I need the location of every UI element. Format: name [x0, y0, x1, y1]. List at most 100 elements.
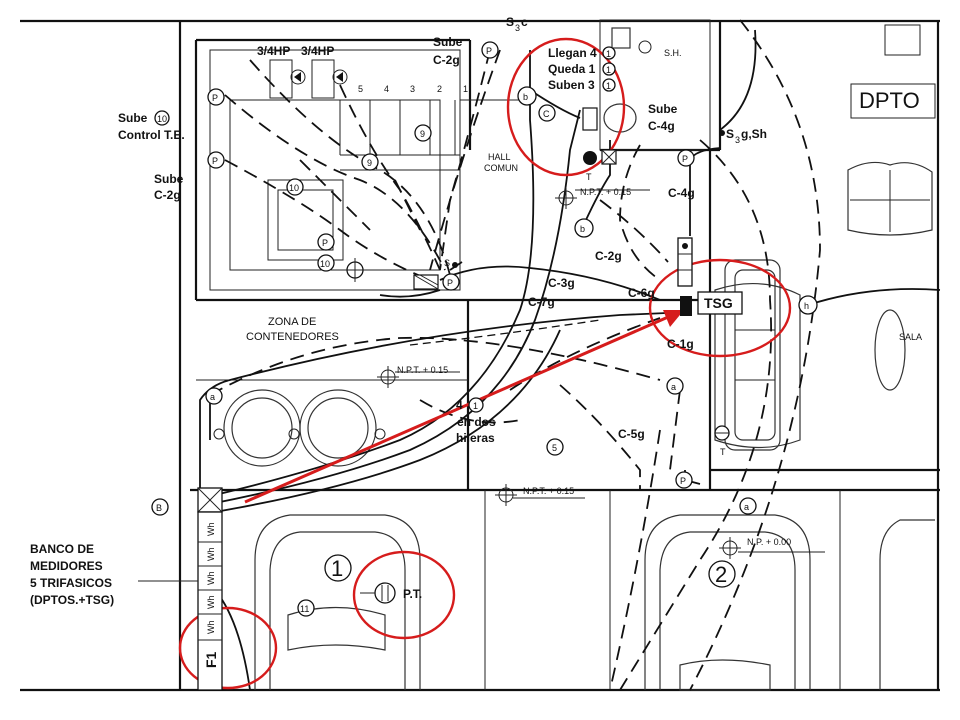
pump-right-icon	[336, 72, 343, 82]
stairs	[209, 49, 520, 291]
circle-9-b: 9	[367, 158, 372, 168]
svg-text:P: P	[680, 476, 686, 486]
svg-text:B: B	[156, 503, 162, 513]
svg-text:MEDIDORES: MEDIDORES	[30, 559, 103, 573]
node-p-6	[677, 149, 695, 167]
svg-text:C-2g: C-2g	[154, 188, 181, 202]
svg-text:b: b	[523, 92, 528, 102]
meter-wh-1: Wh	[206, 523, 216, 537]
node-b-entry	[151, 498, 169, 516]
f1-label: F1	[203, 651, 219, 668]
node-p-4	[317, 233, 335, 251]
svg-text:5 TRIFASICOS: 5 TRIFASICOS	[30, 576, 112, 590]
svg-text:C-5g: C-5g	[618, 427, 645, 441]
svg-text:T: T	[720, 447, 726, 457]
svg-text:Suben 3: Suben 3	[548, 78, 595, 92]
circle-11: 11	[300, 604, 309, 614]
hp-left-label: 3/4HP	[257, 44, 290, 58]
meter-wh-2: Wh	[206, 548, 216, 562]
svg-text:a: a	[671, 382, 676, 392]
svg-text:S.H.: S.H.	[664, 48, 682, 58]
s-switch-label: S	[444, 258, 450, 268]
highlight-circle-hall	[506, 37, 626, 177]
svg-text:c: c	[521, 15, 528, 29]
highlight-circle-tsg	[648, 258, 792, 358]
svg-text:Queda 1: Queda 1	[548, 62, 596, 76]
svg-text:3: 3	[735, 135, 740, 145]
svg-text:N.P. + 0.00: N.P. + 0.00	[747, 537, 791, 547]
circle-1-hileras: 1	[473, 401, 478, 411]
svg-text:ZONA DE: ZONA DE	[268, 316, 316, 328]
node-p-7	[675, 471, 693, 489]
node-p-3	[481, 41, 499, 59]
level-markers	[377, 187, 825, 559]
svg-text:hileras: hileras	[456, 431, 495, 445]
svg-text:P: P	[212, 156, 218, 166]
svg-text:C-2g: C-2g	[595, 249, 622, 263]
meter-bank: Wh Wh Wh Wh Wh F1	[197, 487, 223, 691]
bath-box-icon	[582, 107, 598, 131]
svg-text:4: 4	[456, 398, 463, 412]
svg-text:Sube: Sube	[154, 172, 184, 186]
wiring-dashed	[209, 19, 821, 691]
hp-right-label: 3/4HP	[301, 44, 334, 58]
svg-text:1: 1	[606, 65, 611, 75]
circle-5: 5	[552, 443, 557, 453]
node-p-1	[207, 88, 225, 106]
svg-text:P: P	[486, 46, 492, 56]
svg-text:P.T.: P.T.	[403, 587, 422, 601]
node-h	[798, 295, 818, 315]
labels: DPTO 3/4HP 3/4HP 5 4 3 2 1 Sube C-2g Lle…	[30, 15, 936, 607]
dpto-label: DPTO	[859, 88, 920, 113]
red-arrow-head-icon	[663, 310, 684, 327]
svg-text:N.P.T. + 0.15: N.P.T. + 0.15	[397, 365, 448, 375]
svg-text:C-6g: C-6g	[628, 286, 655, 300]
meter-wh-4: Wh	[206, 596, 216, 610]
ground-pt-icon	[374, 582, 396, 604]
node-a-2	[666, 377, 684, 395]
nodes: P P P P P P P b b B a a a h C	[151, 41, 818, 604]
parking-2: 2	[715, 562, 727, 587]
tsg-panel: TSG	[677, 237, 743, 316]
highlight-circle-pt	[352, 550, 456, 640]
pump-left-icon	[294, 72, 301, 82]
svg-text:Sube: Sube	[433, 35, 463, 49]
tsg-breaker-icon	[680, 296, 692, 316]
svg-text:3: 3	[410, 84, 415, 94]
svg-text:b: b	[580, 224, 585, 234]
circled-numbers: 10 10 10 9 9 1 1 1 1 5 11 1 2	[154, 46, 736, 617]
svg-text:h: h	[804, 301, 809, 311]
svg-text:C-2g: C-2g	[433, 53, 460, 67]
svg-text:N.P.T. + 0.15: N.P.T. + 0.15	[580, 187, 631, 197]
node-a-1	[205, 387, 223, 405]
highlights	[178, 37, 792, 690]
node-b-1	[517, 86, 537, 106]
svg-text:COMUN: COMUN	[484, 163, 518, 173]
svg-text:S: S	[506, 15, 514, 29]
svg-text:N.P.T. + 0.15: N.P.T. + 0.15	[523, 486, 574, 496]
svg-text:a: a	[744, 502, 749, 512]
svg-text:P: P	[212, 93, 218, 103]
switch-t-icon	[583, 151, 597, 165]
svg-text:S: S	[726, 127, 734, 141]
svg-text:C-1g: C-1g	[667, 337, 694, 351]
svg-text:(DPTOS.+TSG): (DPTOS.+TSG)	[30, 593, 114, 607]
circle-10-control: 10	[157, 114, 167, 124]
highlight-circle-f1	[178, 606, 278, 690]
svg-text:4: 4	[384, 84, 389, 94]
svg-text:SALA: SALA	[899, 332, 922, 342]
svg-text:C-4g: C-4g	[648, 119, 675, 133]
meter-wh-5: Wh	[206, 621, 216, 635]
svg-text:Sube: Sube	[648, 102, 678, 116]
svg-text:HALL: HALL	[488, 152, 511, 162]
svg-text:C-3g: C-3g	[548, 276, 575, 290]
svg-text:5: 5	[358, 84, 363, 94]
svg-text:3: 3	[515, 23, 520, 33]
node-p-2	[207, 151, 225, 169]
svg-text:T: T	[586, 172, 592, 182]
svg-text:1: 1	[606, 49, 611, 59]
svg-text:g,Sh: g,Sh	[741, 127, 767, 141]
svg-text:CONTENEDORES: CONTENEDORES	[246, 331, 339, 343]
svg-text:Control T.E.: Control T.E.	[118, 128, 185, 142]
